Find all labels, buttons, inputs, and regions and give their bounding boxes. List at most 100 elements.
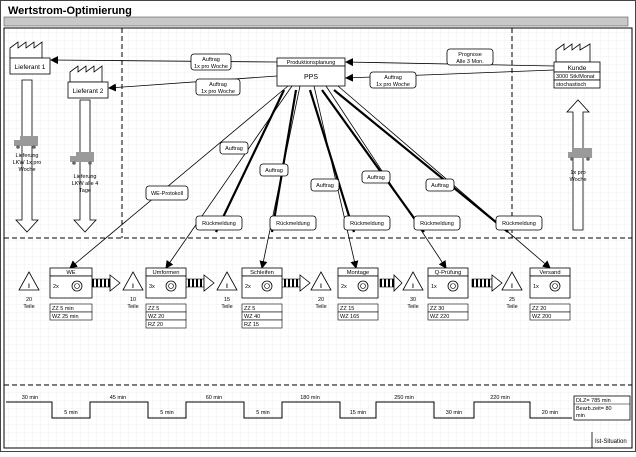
truck-icon — [14, 136, 38, 149]
process-we: WE 2x ZZ 5 min WZ 25 min — [49, 267, 93, 321]
pps-label: PPS — [304, 74, 318, 81]
feedback-label-3: Rückmeldung — [343, 215, 391, 231]
truck-wheel — [586, 157, 590, 161]
push-arrow — [471, 274, 503, 292]
label-box — [343, 215, 391, 231]
feedback-label-4: Rückmeldung — [413, 215, 461, 231]
inventory-6: I 25 Teile — [501, 271, 523, 310]
data-box-row — [145, 319, 187, 329]
delivery-line: Woche — [569, 177, 586, 183]
supplier-1: Lieferant 1 — [9, 41, 51, 75]
operator-icon-inner — [264, 283, 270, 289]
factory-icon — [555, 43, 591, 63]
customer-info-box — [553, 79, 601, 89]
operator-icon-inner — [74, 283, 80, 289]
inventory-mark: I — [412, 284, 414, 290]
truck-cab — [70, 156, 76, 162]
info-flow-line-2: 1x pro Woche — [376, 82, 410, 88]
supplier-box — [9, 57, 51, 75]
label-box — [369, 71, 417, 89]
customer-pattern: stochastisch — [556, 82, 586, 88]
info-flow-line — [108, 75, 278, 92]
inventory-triangle — [18, 271, 40, 291]
delivery-text-2: Lieferung LKW alle 4 Tage — [72, 174, 99, 194]
truck-trailer — [76, 152, 94, 162]
factory-icon — [69, 65, 103, 83]
process-name: Versand — [539, 270, 560, 276]
order-line — [313, 85, 359, 269]
order-line — [337, 85, 551, 269]
timeline-process: 30 min — [446, 410, 463, 416]
order-label: Auftrag — [316, 183, 334, 189]
supplier-label: Lieferant 1 — [15, 64, 46, 71]
operator-count: 1x — [533, 284, 539, 290]
process-versand: Versand 1x ZZ 20 WZ 200 — [529, 267, 571, 321]
order-label: Auftrag — [431, 183, 449, 189]
inventory-mark: I — [511, 284, 513, 290]
inventory-count: 15 — [224, 297, 230, 303]
timeline-process: 5 min — [64, 410, 77, 416]
footer-label: Ist-Situation — [595, 439, 627, 445]
inventory-count: 25 — [509, 297, 515, 303]
feedback-lines — [215, 89, 509, 233]
label-box — [413, 215, 461, 231]
feedback-line — [215, 89, 285, 233]
inventory-unit: Teile — [127, 304, 138, 310]
feedback-label: Rückmeldung — [350, 221, 384, 227]
data-box-value: ZZ 20 — [532, 306, 546, 312]
operator-count: 2x — [245, 284, 251, 290]
timeline-wait: 60 min — [206, 395, 223, 401]
process-name: Schleifen — [250, 270, 274, 276]
process-name: Montage — [347, 270, 370, 276]
truck-trailer — [20, 136, 38, 146]
inventory-mark: I — [132, 284, 134, 290]
push-arrow — [185, 274, 215, 292]
order-label-3: Auftrag — [310, 178, 340, 192]
label-box — [446, 48, 494, 66]
operator-icon — [447, 280, 459, 292]
inventory-triangle — [501, 271, 523, 291]
supplier-box — [67, 81, 109, 99]
feedback-label-5: Rückmeldung — [495, 215, 543, 231]
inventory-triangle — [310, 271, 332, 291]
data-box-value: ZZ 15 — [340, 306, 354, 312]
feedback-line — [308, 89, 356, 233]
operator-icon-inner — [360, 283, 366, 289]
truck-trailer — [574, 148, 592, 158]
data-box-value: ZZ 30 — [430, 306, 444, 312]
inventory-triangle — [402, 271, 424, 291]
data-box-row — [337, 311, 379, 321]
data-box-value: ZZ 5 min — [52, 306, 74, 312]
feedback-label: Rückmeldung — [420, 221, 454, 227]
info-flow-line-2: 1x pro Woche — [194, 64, 228, 70]
data-box-value: ZZ 5 — [244, 306, 255, 312]
process-montage: Montage 2x ZZ 15 WZ 165 — [337, 267, 379, 321]
feedback-label: Rückmeldung — [202, 221, 236, 227]
feedback-line — [321, 89, 425, 233]
info-flow-line — [50, 56, 278, 65]
order-label-4: Auftrag — [361, 170, 391, 184]
delivery-line: LKW alle 4 — [72, 181, 99, 187]
label-box — [195, 78, 241, 96]
inventory-unit: Teile — [23, 304, 34, 310]
inventory-unit: Teile — [315, 304, 326, 310]
timeline-process: 20 min — [542, 410, 559, 416]
inventory-mark: I — [28, 284, 30, 290]
timeline-labels: 30 min 45 min 60 min 180 min 250 min 220… — [22, 395, 559, 416]
push-arrow-body — [471, 278, 493, 288]
truck-icon — [70, 152, 94, 165]
delivery-line: Tage — [79, 188, 91, 194]
info-flow-line-1: Auftrag — [384, 75, 402, 81]
info-flow-line-2: Alle 3 Mon. — [456, 59, 484, 65]
info-flow-line-1: Auftrag — [209, 82, 227, 88]
feedback-label-1: Rückmeldung — [195, 215, 243, 231]
operator-icon — [357, 280, 369, 292]
delivery-arrow-2 — [73, 99, 97, 233]
feedback-label: Rückmeldung — [502, 221, 536, 227]
timeline-process: 5 min — [160, 410, 173, 416]
info-flow-label-4: Auftrag 1x pro Woche — [369, 71, 417, 89]
supplier-label: Lieferant 2 — [73, 88, 104, 95]
delivery-arrow-1 — [15, 79, 39, 233]
